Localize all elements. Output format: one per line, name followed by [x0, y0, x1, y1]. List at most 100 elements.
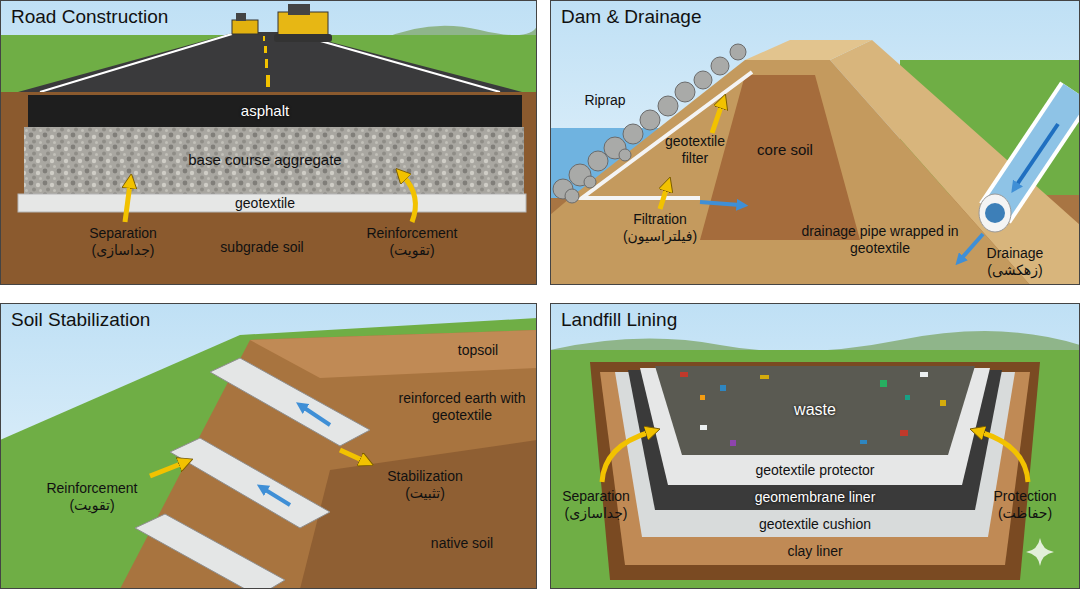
- landfill-illustration-part: [700, 425, 707, 430]
- callout-label: Riprap: [584, 92, 625, 109]
- dam-illustration-part: [582, 72, 752, 198]
- slope-illustration-part: [150, 463, 183, 476]
- road-illustration-part: [18, 194, 526, 212]
- callout-label: geomembrane liner: [755, 489, 876, 506]
- dam-illustration-part: [640, 110, 660, 130]
- slope-illustration-part: [120, 330, 537, 589]
- road-illustration: [0, 0, 537, 285]
- dam-illustration-part: [1016, 124, 1058, 186]
- dam-illustration-part: [995, 92, 1076, 213]
- road-illustration-part: [18, 32, 522, 92]
- road-illustration-part: [264, 46, 267, 53]
- landfill-illustration-part: [760, 375, 769, 379]
- callout-label: waste: [794, 400, 836, 419]
- slope-illustration-part: [250, 330, 537, 378]
- landfill-illustration-part: [680, 372, 688, 377]
- callout-label: core soil: [757, 141, 813, 159]
- dam-illustration-part: [985, 203, 1005, 223]
- landfill-illustration-part: [860, 440, 867, 444]
- slope-illustration-part: [170, 438, 330, 528]
- landfill-illustration-part: [720, 385, 726, 391]
- dam-illustration-part: [619, 149, 631, 161]
- landfill-illustration-part: [700, 395, 705, 400]
- dam-illustration-part: [660, 187, 667, 209]
- landfill-illustration-part: [1026, 538, 1054, 566]
- landfill-illustration-part: [980, 432, 1028, 482]
- dam-illustration-part: [675, 82, 695, 102]
- panel-heading: Landfill Lining: [561, 309, 677, 332]
- callout-label: geotextile filter: [655, 133, 735, 167]
- dam-illustration-part: [745, 40, 872, 60]
- dam-illustration-part: [550, 60, 1030, 285]
- dam-illustration-part: [995, 92, 1076, 213]
- callout-label: Reinforcement (تقویت): [355, 225, 470, 259]
- road-illustration-part: [266, 75, 270, 87]
- callout-label: Stabilization (تثبیت): [370, 468, 480, 502]
- road-illustration-part: [274, 34, 332, 42]
- callout-label: subgrade soil: [220, 239, 303, 256]
- landfill-illustration-part: [920, 372, 928, 377]
- panel-heading: Road Construction: [11, 6, 168, 29]
- slope-illustration-part: [135, 514, 285, 589]
- callout-label: Separation (جداسازی): [550, 488, 642, 522]
- callout-label: asphalt: [241, 102, 289, 120]
- dam-illustration-part: [961, 234, 983, 259]
- callout-label: topsoil: [458, 342, 498, 359]
- slope-illustration-part: [135, 358, 370, 589]
- road-illustration-part: [403, 176, 415, 222]
- callout-label: drainage pipe wrapped in geotextile: [795, 223, 965, 257]
- road-illustration-part: [232, 20, 258, 34]
- dam-illustration-part: [979, 194, 1011, 232]
- dam-illustration-part: [658, 96, 678, 116]
- dam-illustration-part: [550, 0, 1080, 285]
- landfill-illustration: [550, 303, 1080, 589]
- callout-label: geotextile cushion: [759, 516, 871, 533]
- callout-label: geotextile protector: [755, 462, 874, 479]
- dam-illustration-part: [712, 104, 722, 133]
- road-illustration-part: [125, 184, 130, 222]
- dam-illustration-part: [588, 151, 608, 171]
- road-illustration-part: [296, 34, 500, 92]
- slope-illustration-part: [210, 358, 370, 446]
- landfill-illustration-part: [655, 366, 975, 455]
- dam-illustration-part: [694, 71, 712, 89]
- dam-illustration-part: [623, 124, 643, 144]
- callout-label: Drainage (زهکشی): [975, 245, 1055, 279]
- dam-illustration-part: [565, 189, 579, 203]
- landfill-illustration-part: [550, 303, 1080, 589]
- landfill-illustration-part: [880, 380, 887, 387]
- road-illustration-part: [236, 13, 246, 21]
- dam-illustration-part: [553, 44, 746, 203]
- landfill-illustration-part: [602, 432, 650, 482]
- callout-label: geotextile: [235, 195, 295, 212]
- landfill-illustration-part: [905, 395, 910, 400]
- slope-illustration-part: [264, 489, 290, 505]
- dam-illustration-part: [700, 75, 860, 240]
- dam-illustration-part: [711, 57, 729, 75]
- landfill-illustration-part: [550, 350, 1080, 589]
- slope-illustration-part: [0, 303, 537, 589]
- road-illustration-part: [0, 0, 537, 285]
- callout-label: Reinforcement (تقویت): [37, 480, 147, 514]
- road-illustration-part: [263, 36, 265, 41]
- slope-illustration-part: [0, 318, 537, 589]
- callout-label: Filtration (فیلتراسیون): [605, 211, 715, 245]
- dam-illustration: [550, 0, 1080, 285]
- landfill-illustration-part: [900, 430, 908, 436]
- callout-label: Protection (حفاظت): [979, 488, 1071, 522]
- callout-label: Separation (جداسازی): [73, 225, 173, 259]
- road-illustration-part: [288, 4, 310, 15]
- road-illustration-part: [0, 92, 537, 285]
- landfill-illustration-part: [730, 440, 736, 446]
- landfill-illustration-part: [940, 400, 946, 406]
- callout-label: clay liner: [787, 543, 842, 560]
- dam-illustration-part: [730, 44, 746, 60]
- dam-illustration-part: [700, 202, 740, 205]
- slope-illustration-part: [300, 440, 537, 589]
- callout-label: native soil: [431, 535, 493, 552]
- callout-label: base course aggregate: [188, 151, 341, 169]
- panel-heading: Soil Stabilization: [11, 309, 150, 332]
- road-illustration-part: [265, 59, 268, 68]
